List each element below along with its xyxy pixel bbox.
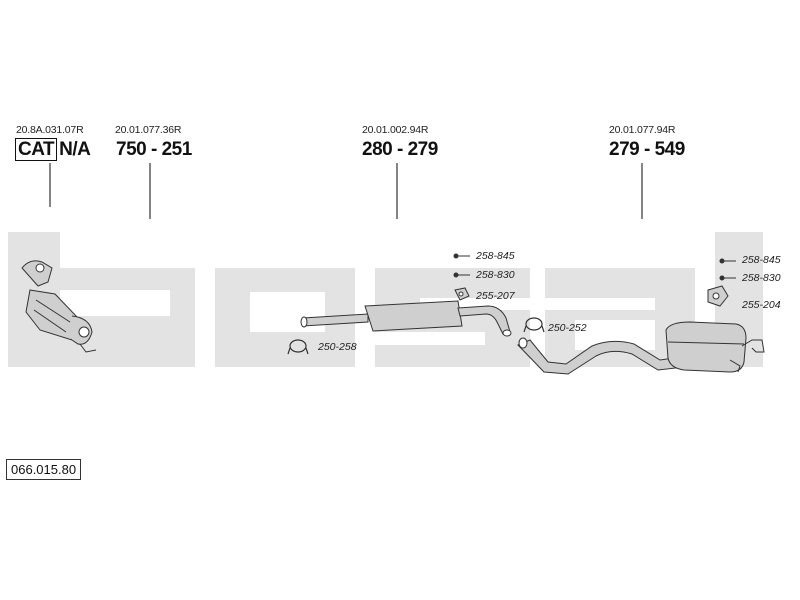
clamp-icon [287,317,545,355]
cat-box-label: CAT [15,138,58,161]
part-label-258-830-rear: 258-830 [742,272,781,284]
part-label-255-207: 255-207 [476,290,515,302]
cat-part-code: 20.8A.031.07R [16,124,84,136]
middle-silencer-icon [300,300,512,337]
front-pipe-part-code: 20.01.077.36R [115,124,182,136]
bosal-watermark [8,232,763,367]
part-label-255-204: 255-204 [742,299,781,311]
part-label-258-830-mid: 258-830 [476,269,515,281]
front-pipe-number: 750 - 251 [116,139,192,160]
rubber-hanger-icon [454,285,729,307]
part-label-250-258: 250-258 [318,341,357,353]
middle-silencer-number: 280 - 279 [362,139,438,160]
reference-number: 066.015.80 [6,459,82,480]
cat-na-label: N/A [59,139,91,160]
bolt-icon [453,253,736,281]
rear-silencer-part-code: 20.01.077.94R [609,124,676,136]
part-label-258-845-mid: 258-845 [476,250,515,262]
part-label-250-252: 250-252 [548,322,587,334]
rear-silencer-icon [517,321,765,375]
rear-silencer-number: 279 - 549 [609,139,685,160]
part-label-258-845-rear: 258-845 [742,254,781,266]
middle-silencer-part-code: 20.01.002.94R [362,124,429,136]
catalytic-converter-icon [21,260,97,353]
